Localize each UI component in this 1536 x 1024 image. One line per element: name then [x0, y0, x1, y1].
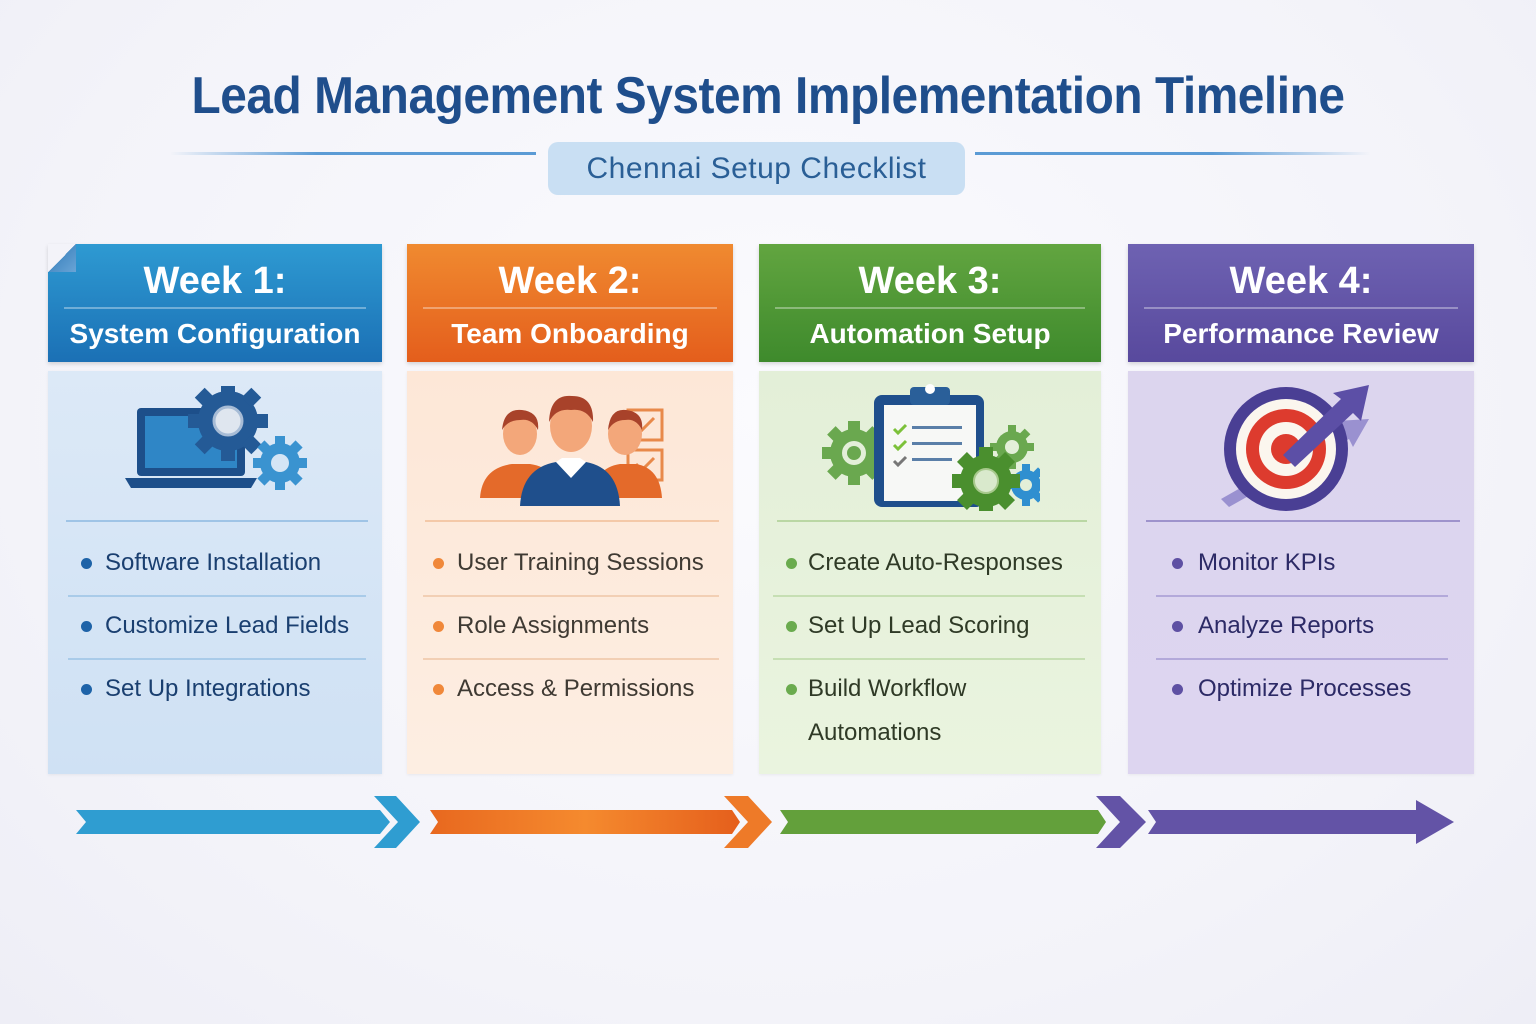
task-item: Role Assignments [407, 604, 733, 667]
task-item: Customize Lead Fields [48, 604, 382, 667]
week-3-header: Week 3: Automation Setup [759, 244, 1101, 362]
timeline-arrow-track [76, 796, 1454, 848]
section-divider [66, 520, 368, 522]
task-item: User Training Sessions [407, 541, 733, 604]
week-name: Performance Review [1163, 318, 1439, 349]
week-3-body: Create Auto-Responses Set Up Lead Scorin… [759, 371, 1101, 774]
week-1-column: Week 1: System Configuration [48, 244, 382, 774]
week-label: Week 1: [143, 260, 287, 302]
task-item: Access & Permissions [407, 667, 733, 730]
week-4-arrow-icon [1096, 796, 1454, 848]
task-list: Create Auto-Responses Set Up Lead Scorin… [759, 541, 1101, 746]
target-arrow-icon [1128, 381, 1474, 511]
header-divider [64, 307, 366, 309]
week-name: Automation Setup [809, 318, 1051, 349]
team-checklist-icon [407, 381, 733, 511]
week-1-header: Week 1: System Configuration [48, 244, 382, 362]
section-divider [1146, 520, 1460, 522]
header-divider [775, 307, 1085, 309]
week-name: Team Onboarding [451, 318, 689, 349]
week-label: Week 3: [858, 260, 1002, 302]
task-item: Set Up Integrations [48, 667, 382, 730]
week-4-column: Week 4: Performance Review Monitor KPIs … [1128, 244, 1474, 774]
bullet-icon [1172, 558, 1183, 569]
task-item: Build Workflow Automations [759, 667, 1101, 746]
task-item: Analyze Reports [1128, 604, 1474, 667]
bullet-icon [786, 558, 797, 569]
task-item: Set Up Lead Scoring [759, 604, 1101, 667]
clipboard-gears-icon [759, 381, 1101, 511]
page-title: Lead Management System Implementation Ti… [191, 67, 1345, 125]
week-3-arrow-icon [780, 810, 1106, 834]
subtitle-badge: Chennai Setup Checklist [548, 142, 965, 195]
section-divider [777, 520, 1087, 522]
week-4-body: Monitor KPIs Analyze Reports Optimize Pr… [1128, 371, 1474, 774]
folded-corner [48, 244, 76, 272]
week-label: Week 4: [1229, 260, 1373, 302]
header-divider [1144, 307, 1458, 309]
week-3-column: Week 3: Automation Setup [759, 244, 1101, 774]
task-item: Optimize Processes [1128, 667, 1474, 730]
bullet-icon [433, 621, 444, 632]
bullet-icon [81, 621, 92, 632]
week-label: Week 2: [498, 260, 642, 302]
bullet-icon [433, 558, 444, 569]
laptop-gears-icon [48, 381, 382, 511]
bullet-icon [786, 621, 797, 632]
week-4-header: Week 4: Performance Review [1128, 244, 1474, 362]
subtitle-divider-left [170, 152, 536, 155]
week-name: System Configuration [69, 318, 361, 349]
header-divider [423, 307, 717, 309]
bullet-icon [433, 684, 444, 695]
task-item: Monitor KPIs [1128, 541, 1474, 604]
bullet-icon [1172, 684, 1183, 695]
task-item: Create Auto-Responses [759, 541, 1101, 604]
bullet-icon [81, 684, 92, 695]
task-list: Software Installation Customize Lead Fie… [48, 541, 382, 730]
week-2-header: Week 2: Team Onboarding [407, 244, 733, 362]
task-list: Monitor KPIs Analyze Reports Optimize Pr… [1128, 541, 1474, 730]
subtitle-divider-right [975, 152, 1370, 155]
week-2-body: User Training Sessions Role Assignments … [407, 371, 733, 774]
week-2-column: Week 2: Team Onboarding [407, 244, 733, 774]
task-item: Software Installation [48, 541, 382, 604]
bullet-icon [786, 684, 797, 695]
week-1-body: Software Installation Customize Lead Fie… [48, 371, 382, 774]
week-2-arrow-icon [430, 796, 772, 848]
week-1-arrow-icon [76, 796, 420, 848]
section-divider [425, 520, 719, 522]
task-list: User Training Sessions Role Assignments … [407, 541, 733, 730]
bullet-icon [1172, 621, 1183, 632]
bullet-icon [81, 558, 92, 569]
